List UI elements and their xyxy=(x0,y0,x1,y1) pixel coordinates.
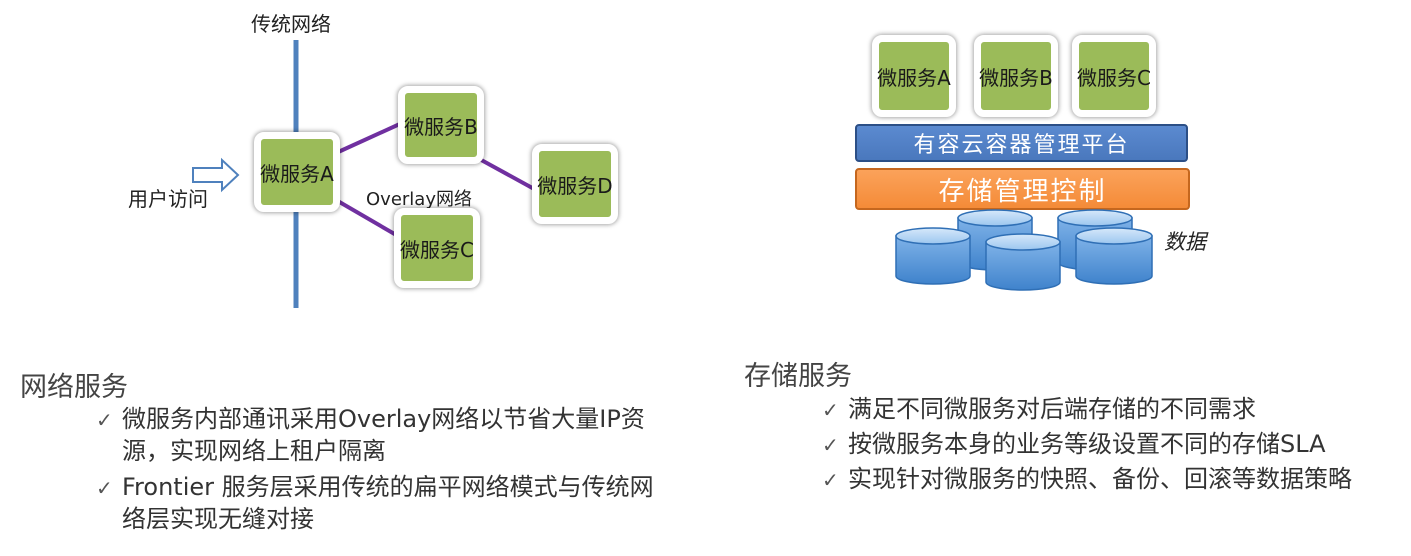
user-access-arrow-icon xyxy=(192,157,240,193)
data-label: 数据 xyxy=(1164,230,1206,254)
storage-bullet-3-text: 实现针对微服务的快照、备份、回滚等数据策略 xyxy=(848,465,1352,493)
microservice-b-node: 微服务B xyxy=(398,86,484,164)
user-access-label: 用户访问 xyxy=(128,187,208,211)
container-platform-bar: 有容云容器管理平台 xyxy=(855,124,1188,162)
link-a-c xyxy=(334,198,400,238)
stack-microservice-c-node: 微服务C xyxy=(1072,35,1156,117)
storage-bullet-2: ✓ 按微服务本身的业务等级设置不同的存储SLA xyxy=(822,428,1402,461)
network-bullet-1-text: 微服务内部通讯采用Overlay网络以节省大量IP资源，实现网络上租户隔离 xyxy=(122,405,645,465)
container-platform-label: 有容云容器管理平台 xyxy=(913,133,1130,158)
check-icon: ✓ xyxy=(822,398,839,422)
microservice-c-node: 微服务C xyxy=(394,208,480,288)
overlay-network-label: Overlay网络 xyxy=(366,189,472,210)
network-bullet-2-text: Frontier 服务层采用传统的扁平网络模式与传统网络层实现无缝对接 xyxy=(122,473,654,533)
microservice-a-node: 微服务A xyxy=(254,132,340,212)
stack-microservice-a-node: 微服务A xyxy=(872,35,956,117)
link-b-d xyxy=(473,154,537,192)
storage-bullet-1: ✓ 满足不同微服务对后端存储的不同需求 xyxy=(822,393,1402,426)
check-icon: ✓ xyxy=(96,408,113,432)
network-bullet-2: ✓ Frontier 服务层采用传统的扁平网络模式与传统网络层实现无缝对接 xyxy=(96,471,676,535)
check-icon: ✓ xyxy=(822,433,839,457)
storage-bullet-3: ✓ 实现针对微服务的快照、备份、回滚等数据策略 xyxy=(822,463,1402,496)
data-cylinder-icon xyxy=(895,227,971,285)
check-icon: ✓ xyxy=(822,468,839,492)
stack-microservice-b-node: 微服务B xyxy=(974,35,1058,117)
microservice-c-label: 微服务C xyxy=(400,237,474,262)
storage-section-title: 存储服务 xyxy=(744,361,852,392)
stack-microservice-c-label: 微服务C xyxy=(1077,65,1151,90)
data-cylinder-icon xyxy=(1075,227,1153,285)
stack-microservice-a-label: 微服务A xyxy=(877,65,951,90)
microservice-a-label: 微服务A xyxy=(260,161,334,186)
storage-bullet-2-text: 按微服务本身的业务等级设置不同的存储SLA xyxy=(848,430,1326,458)
stack-microservice-b-label: 微服务B xyxy=(979,65,1053,90)
check-icon: ✓ xyxy=(96,476,113,500)
link-a-b xyxy=(335,121,403,155)
microservice-d-label: 微服务D xyxy=(537,173,613,198)
network-section-title: 网络服务 xyxy=(20,372,128,403)
microservice-b-label: 微服务B xyxy=(404,114,478,139)
storage-control-label: 存储管理控制 xyxy=(938,176,1107,207)
network-bullet-1: ✓ 微服务内部通讯采用Overlay网络以节省大量IP资源，实现网络上租户隔离 xyxy=(96,403,676,467)
traditional-network-label: 传统网络 xyxy=(251,12,331,36)
microservice-d-node: 微服务D xyxy=(532,144,618,224)
storage-bullet-1-text: 满足不同微服务对后端存储的不同需求 xyxy=(848,395,1256,423)
storage-control-bar: 存储管理控制 xyxy=(855,168,1190,210)
data-cylinder-icon xyxy=(985,233,1061,291)
